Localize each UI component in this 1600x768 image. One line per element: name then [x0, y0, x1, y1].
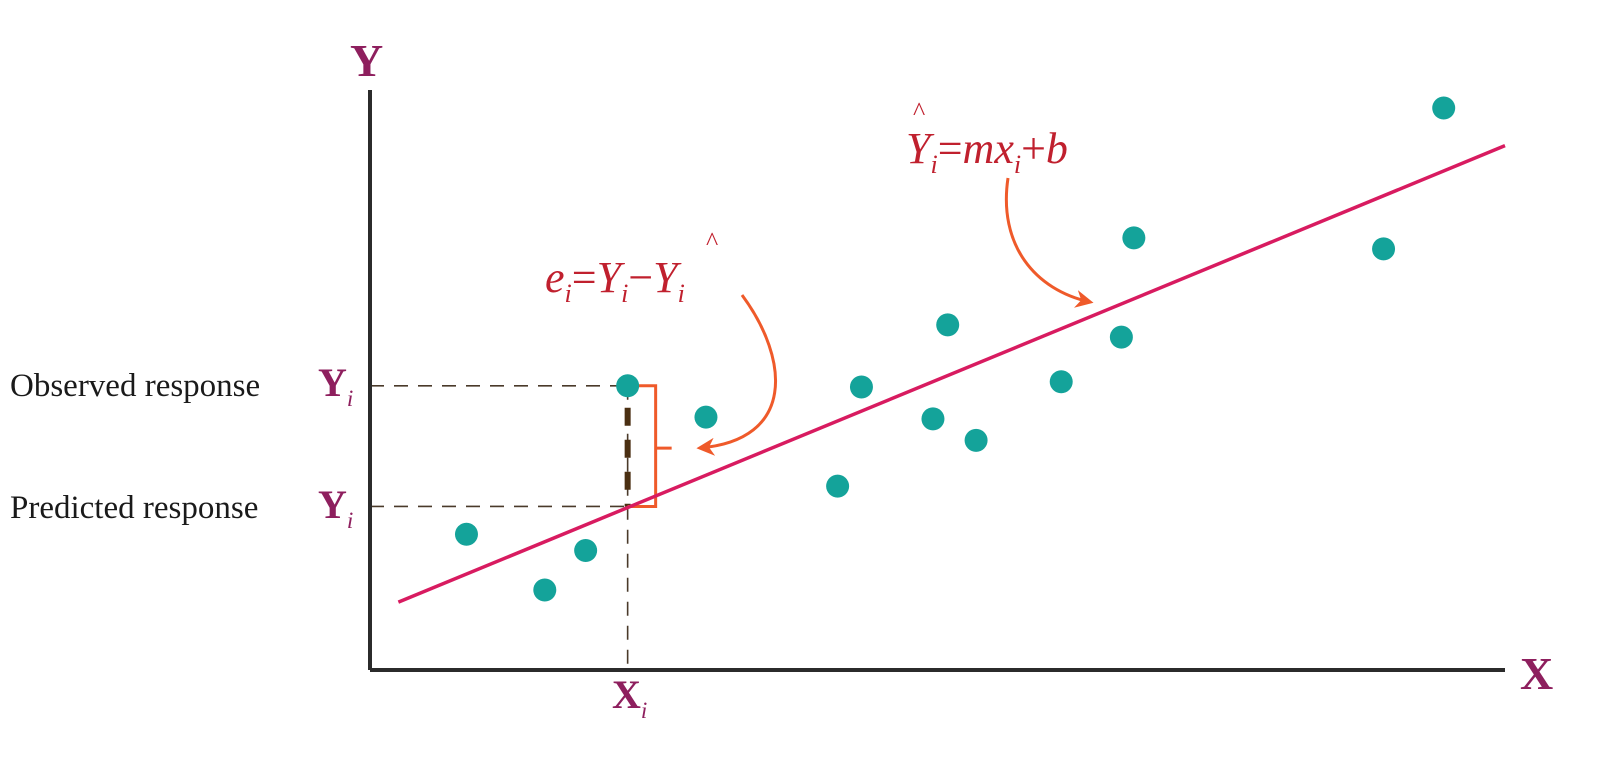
- residual-equation-arrow: [696, 294, 777, 456]
- predicted-response-symbol: Yi: [318, 482, 353, 533]
- fit-equation-lhs: Y: [906, 124, 935, 173]
- observed-response-symbol: Yi: [318, 360, 353, 411]
- residual-equation-hat: ^: [706, 227, 718, 256]
- data-point-13: [1122, 226, 1146, 250]
- predicted-response-label: Predicted response: [10, 490, 258, 526]
- residual-equation-yhat: Y: [653, 253, 682, 302]
- data-point-3: [574, 539, 598, 563]
- fit-equation-equals: =: [938, 124, 963, 173]
- residual-equation-yhat-sub: i: [678, 279, 685, 308]
- observed-response-text: Observed response: [10, 368, 260, 404]
- data-point-5: [694, 405, 718, 429]
- residual-equation-e: e: [545, 253, 565, 302]
- data-point-9: [936, 313, 960, 337]
- fit-equation-lhs-sub: i: [930, 150, 937, 179]
- fit-equation: Yi=mxi+b: [906, 124, 1068, 179]
- data-point-6: [826, 474, 850, 498]
- observed-response-label: Observed response: [10, 368, 260, 404]
- data-point-8: [921, 407, 945, 431]
- regression-line: [397, 144, 1506, 604]
- predicted-response-text: Predicted response: [10, 490, 258, 526]
- data-point-2: [533, 578, 557, 602]
- fit-equation-arrow: [1005, 177, 1094, 308]
- data-point-11: [1049, 370, 1073, 394]
- data-point-4: [616, 374, 640, 398]
- data-point-10: [964, 428, 988, 452]
- fit-equation-plus: +: [1021, 124, 1046, 173]
- residual-equation-minus: −: [628, 253, 653, 302]
- predicted-y-symbol: Y: [318, 482, 347, 527]
- data-point-15: [1432, 96, 1456, 120]
- data-point-1: [454, 522, 478, 546]
- residual-equation-e-sub: i: [565, 279, 572, 308]
- observed-y-symbol: Y: [318, 360, 347, 405]
- xi-subscript: i: [641, 698, 647, 723]
- observed-y-subscript: i: [347, 386, 353, 411]
- fit-equation-b: b: [1046, 124, 1068, 173]
- residual-bracket: [627, 384, 658, 508]
- xi-label: Xi: [612, 672, 647, 723]
- data-point-7: [849, 375, 873, 399]
- data-points: [454, 96, 1456, 602]
- residual-equation: ei=Yi−Yi: [545, 253, 685, 308]
- residual-equation-equals: =: [572, 253, 597, 302]
- predicted-y-subscript: i: [347, 508, 353, 533]
- xi-symbol: X: [612, 672, 641, 717]
- fit-equation-mx: mx: [963, 124, 1015, 173]
- x-axis-title: X: [1520, 648, 1553, 699]
- y-axis-title: Y: [350, 35, 383, 86]
- data-point-12: [1109, 325, 1133, 349]
- residual-equation-y-sub: i: [621, 279, 628, 308]
- fit-equation-x-sub: i: [1014, 150, 1021, 179]
- fit-equation-hat: ^: [913, 97, 925, 126]
- data-point-14: [1372, 237, 1396, 261]
- residual-equation-y: Y: [597, 253, 626, 302]
